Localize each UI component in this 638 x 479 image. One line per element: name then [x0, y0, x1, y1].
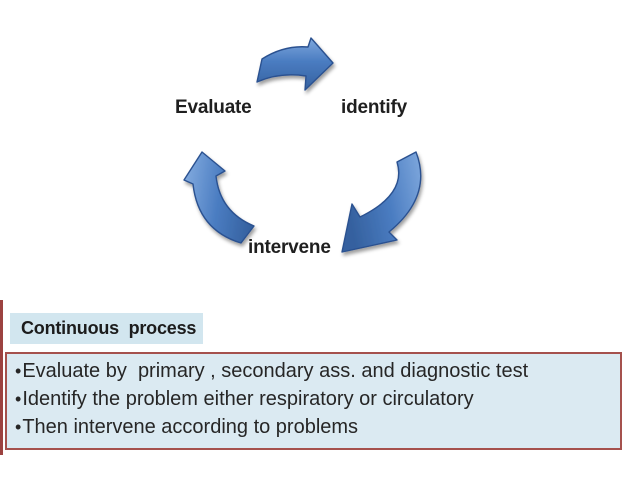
arrow-identify-to-intervene-icon: [341, 151, 422, 253]
bullet-icon: •: [15, 361, 22, 381]
notes-bullet-text: Then intervene according to problems: [22, 416, 359, 438]
left-edge-accent-bar: [0, 300, 3, 455]
notes-bullet-line: •Identify the problem either respiratory…: [15, 385, 614, 413]
notes-box: •Evaluate by primary , secondary ass. an…: [5, 352, 622, 450]
continuous-process-caption: Continuous process: [10, 313, 203, 344]
bullet-icon: •: [15, 417, 22, 437]
cycle-label-evaluate: Evaluate: [175, 97, 252, 118]
notes-bullet-line: •Evaluate by primary , secondary ass. an…: [15, 357, 614, 385]
notes-bullet-text: Identify the problem either respiratory …: [22, 388, 474, 410]
notes-bullet-line: •Then intervene according to problems: [15, 413, 614, 441]
cycle-label-identify: identify: [341, 97, 407, 118]
cycle-label-intervene: intervene: [248, 237, 331, 258]
arrow-evaluate-to-identify-icon: [256, 37, 334, 91]
arrow-intervene-to-evaluate-icon: [183, 151, 255, 244]
bullet-icon: •: [15, 389, 22, 409]
notes-bullet-text: Evaluate by primary , secondary ass. and…: [22, 360, 529, 382]
continuous-process-caption-text: Continuous process: [21, 318, 197, 338]
